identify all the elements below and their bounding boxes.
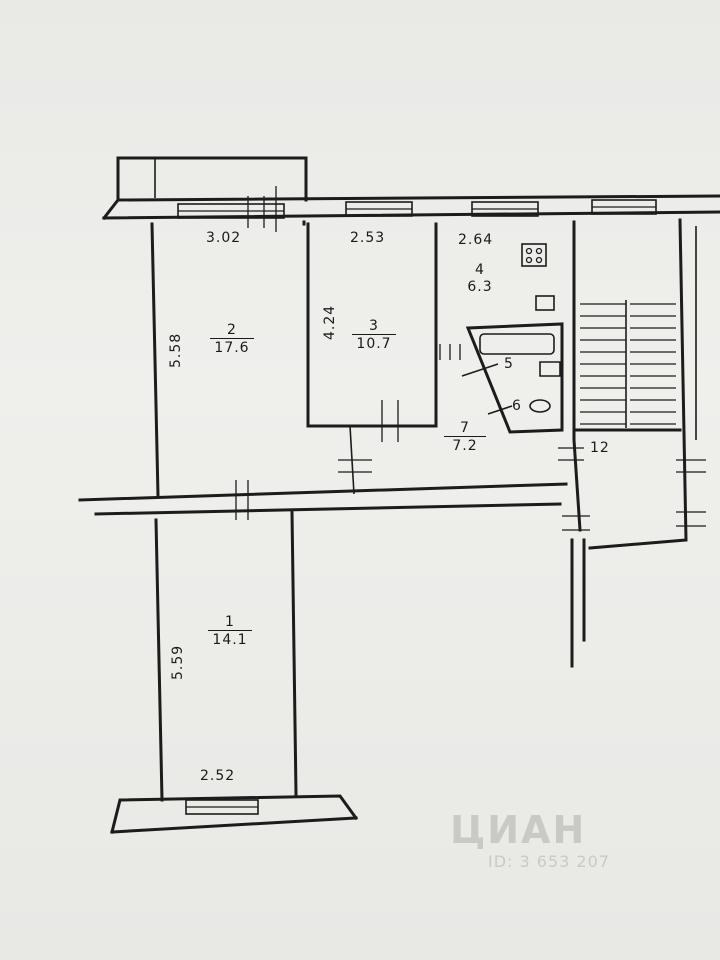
room-7-area: 7.2 [444,436,486,454]
room-1-label: 1 14.1 [208,614,252,648]
room-7-label: 7 7.2 [444,420,486,454]
room-1-area: 14.1 [208,630,252,648]
room-1-width: 2.52 [200,768,236,784]
room-6-number: 6 [512,398,522,414]
top-windows [177,186,657,232]
room-1-walls [154,510,298,802]
room-4-label: 4 6.3 [462,262,498,295]
top-balcony [116,156,308,202]
room-1-number: 1 [225,614,235,630]
staircase [572,218,706,550]
room-12-number: 12 [590,440,610,456]
room-7-number: 7 [460,420,470,436]
bottom-wall [110,794,359,834]
room-4-area: 6.3 [467,279,493,295]
bathroom-walls [439,322,564,434]
room-1-length: 5.59 [170,644,186,680]
room-3-label: 3 10.7 [352,318,396,352]
kitchen-fittings [521,243,555,311]
room-3-width: 2.53 [350,230,386,246]
room-2-area: 17.6 [210,338,254,356]
room-3-number: 3 [369,318,379,334]
room-2-walls [150,220,306,498]
room-2-label: 2 17.6 [210,322,254,356]
room-2-number: 2 [227,322,237,338]
room-3-length: 4.24 [322,304,338,340]
watermark-id: ID: 3 653 207 [488,852,610,871]
room-4-number: 4 [475,262,485,278]
room-5-number: 5 [504,356,514,372]
room-2-length: 5.58 [168,332,184,368]
room-2-width: 3.02 [206,230,242,246]
watermark-logo: ЦИАН [450,808,587,852]
middle-partition [78,447,590,668]
room-3-area: 10.7 [352,334,396,352]
room-4-width: 2.64 [458,232,494,248]
room-3-walls [306,222,438,495]
